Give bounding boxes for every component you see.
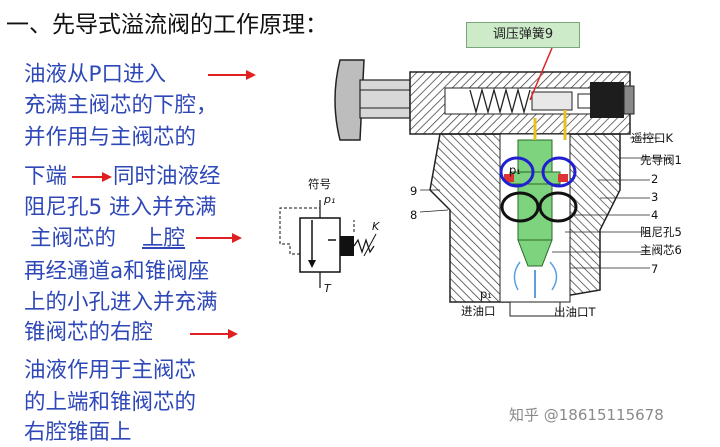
label-inlet: 进油口: [461, 304, 496, 318]
watermark: 知乎 @18615115678: [509, 406, 664, 424]
red-arrow-3: [196, 233, 244, 243]
text-line-11: 的上端和锥阀芯的: [24, 390, 197, 415]
label-remote-port: 遥控口K: [631, 131, 674, 145]
text-line-4b: 同时油液经: [113, 164, 221, 189]
label-number-3: 3: [651, 190, 659, 204]
label-number-7: 7: [651, 262, 659, 276]
text-line-9: 锥阀芯的右腔: [24, 320, 154, 345]
label-number-2: 2: [651, 172, 659, 186]
page-title: 一、先导式溢流阀的工作原理：: [6, 12, 328, 38]
text-line-12: 右腔锥面上: [24, 420, 132, 445]
text-line-5: 阻尼孔5 进入并充满: [24, 195, 217, 220]
red-arrow-2: [72, 172, 114, 182]
label-number-4: 4: [651, 208, 659, 222]
text-line-10: 油液作用于主阀芯: [24, 358, 197, 383]
label-outlet: 出油口T: [554, 305, 596, 319]
label-p1-inner: p₁: [509, 163, 521, 177]
spring-callout: 调压弹簧9: [466, 22, 580, 48]
relief-valve-symbol: [279, 200, 377, 288]
red-arrow-1: [208, 70, 256, 80]
text-line-7: 再经通道a和锥阀座: [24, 259, 210, 284]
label-number-8: 8: [410, 208, 418, 222]
text-line-2: 充满主阀芯的下腔，: [24, 93, 218, 118]
text-line-3: 并作用与主阀芯的: [24, 125, 197, 150]
text-line-6b: 上腔: [142, 226, 186, 251]
symbol-p1-label: p₁: [324, 193, 336, 206]
symbol-k-label: K: [372, 220, 380, 233]
text-line-6a: 主阀芯的: [30, 226, 117, 251]
label-main-spool: 主阀芯6: [640, 243, 682, 257]
label-pilot-valve: 先导阀1: [640, 153, 682, 167]
valve-cross-section: [334, 47, 670, 317]
label-p1: p₁: [480, 287, 492, 301]
text-line-4a: 下端: [24, 164, 68, 189]
label-damping-hole: 阻尼孔5: [640, 225, 682, 239]
label-number-9: 9: [410, 184, 418, 198]
symbol-t-label: T: [324, 282, 331, 295]
text-line-8: 上的小孔进入并充满: [24, 290, 218, 315]
text-line-1: 油液从P口进入: [24, 62, 166, 87]
red-arrow-4: [190, 329, 240, 339]
symbol-title: 符号: [308, 177, 331, 191]
